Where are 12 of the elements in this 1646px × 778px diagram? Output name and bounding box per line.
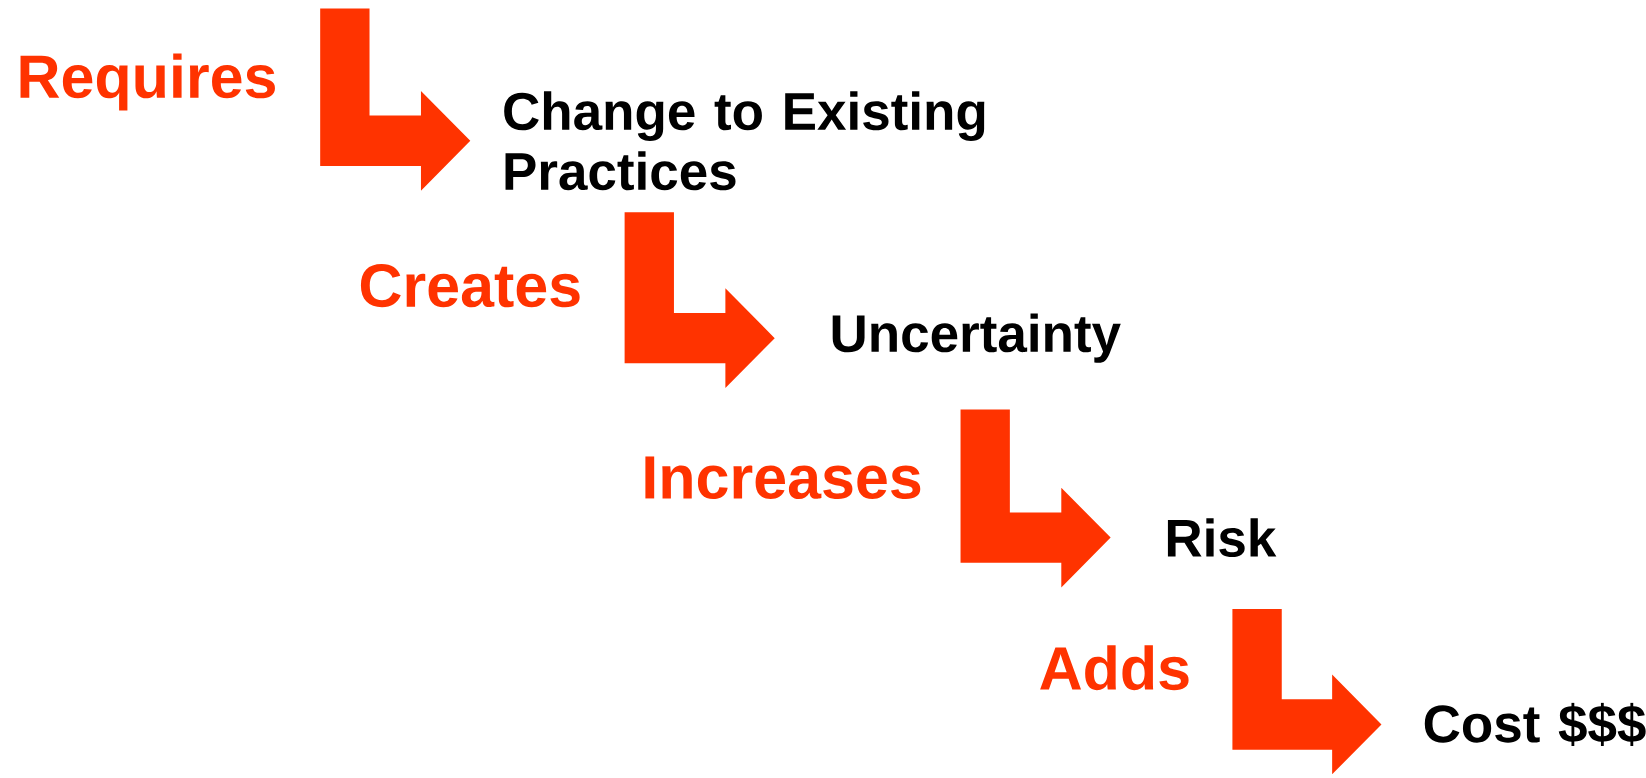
- bent-arrow: [624, 212, 775, 388]
- bent-arrow: [320, 8, 471, 191]
- edge-label: Requires: [20, 53, 275, 111]
- bent-arrow: [960, 409, 1111, 588]
- edge-label: Increases: [645, 456, 921, 500]
- text-label: Risk: [1167, 518, 1277, 558]
- edge-label: Creates: [360, 264, 580, 308]
- bent-arrow: [1232, 609, 1382, 775]
- edge-label: Adds: [1040, 645, 1189, 691]
- text-label: Uncertainty: [832, 313, 1121, 363]
- text-label: Change to Existing Practices: [504, 91, 985, 191]
- text-label: Cost $$$: [1424, 702, 1646, 747]
